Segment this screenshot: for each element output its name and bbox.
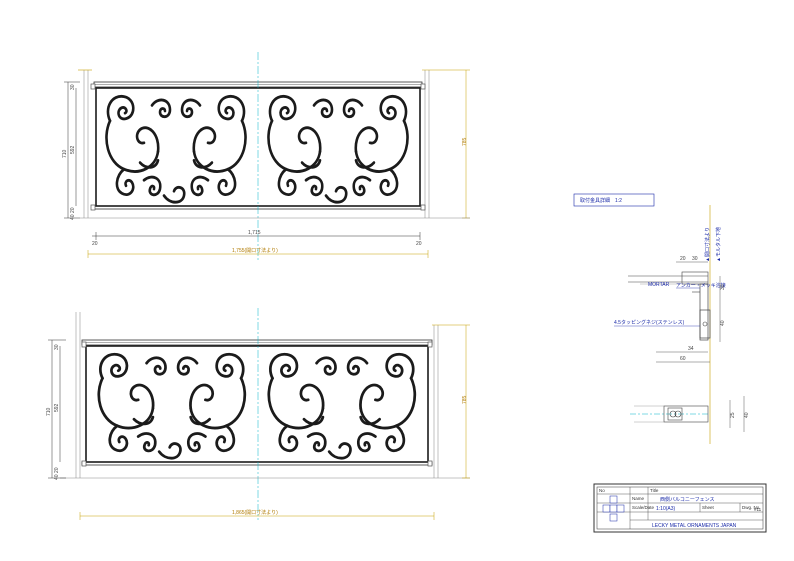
svg-text:34: 34: [688, 346, 694, 352]
svg-text:40 20: 40 20: [70, 207, 76, 220]
detail-side-view: MORTAR アンカー・メッキ溶接 4.5タッピングネジ(ステンレス) 20 3…: [614, 256, 726, 363]
svg-text:▲開口寸法より: ▲開口寸法より: [704, 227, 711, 262]
project-name: 西側バルコニーフェンス: [660, 496, 715, 503]
detail-title-box: [573, 193, 655, 207]
svg-text:30: 30: [70, 84, 76, 90]
svg-text:#11: #11: [754, 507, 762, 512]
svg-text:4.5タッピングネジ(ステンレス): 4.5タッピングネジ(ステンレス): [614, 319, 685, 326]
svg-text:592: 592: [70, 145, 76, 154]
dim-width-total-top: 1,755(開口寸法より): [232, 247, 278, 254]
svg-text:30: 30: [692, 256, 698, 262]
svg-text:Dwg. No.: Dwg. No.: [742, 505, 761, 510]
scrollwork-top: [106, 96, 407, 202]
svg-text:40: 40: [720, 320, 726, 326]
wall-left-bottom: [75, 312, 81, 478]
dim-width-total-bottom: 1,865(開口寸法より): [232, 509, 278, 516]
panel-frame-bottom: [85, 345, 429, 463]
detail-front-view: 25 40: [630, 396, 750, 432]
dimensions-horizontal-bottom: 1,865(開口寸法より): [79, 509, 435, 520]
svg-text:40 20: 40 20: [54, 467, 60, 480]
svg-text:MORTAR: MORTAR: [648, 282, 670, 288]
wall-right-top: [422, 69, 470, 218]
dimensions-horizontal-top: 20 20 1,715 1,755(開口寸法より): [87, 230, 429, 258]
svg-text:Sheet: Sheet: [702, 505, 715, 510]
svg-text:710: 710: [62, 149, 68, 158]
svg-text:40: 40: [744, 412, 750, 418]
dimensions-vertical-top: 710 592 30 40 20 785: [62, 70, 470, 220]
svg-text:30: 30: [720, 284, 726, 290]
svg-text:30: 30: [54, 344, 60, 350]
detail-title: 取付金具詳細 1:2: [580, 197, 622, 204]
svg-text:592: 592: [54, 403, 60, 412]
elevation-top: 20 20 1,715 1,755(開口寸法より) 710 592 30 40 …: [62, 52, 470, 262]
svg-text:710: 710: [46, 407, 52, 416]
svg-text:No: No: [599, 488, 605, 493]
elevation-bottom: 1,865(開口寸法より) 710 592 30 40 20 785: [46, 308, 470, 520]
wall-left-top: [78, 69, 92, 218]
svg-text:60: 60: [680, 356, 686, 362]
title-block: No Title Name 西側バルコニーフェンス Scale/Date 1:1…: [593, 483, 767, 533]
svg-text:25: 25: [730, 412, 736, 418]
bracket-detail: 取付金具詳細 1:2 ▲開口寸法より ▲モルタル下地 MORTAR アンカー・メ…: [573, 193, 750, 444]
svg-text:アンカー・メッキ溶接: アンカー・メッキ溶接: [676, 282, 726, 289]
svg-text:Title: Title: [650, 488, 659, 493]
dim-side-right-top: 20: [416, 241, 422, 247]
svg-text:Name: Name: [632, 496, 645, 501]
dimensions-vertical-bottom: 710 592 30 40 20 785: [46, 325, 470, 480]
dim-side-left-top: 20: [92, 241, 98, 247]
svg-text:785: 785: [462, 137, 468, 146]
company-name: LECKY METAL ORNAMENTS JAPAN: [652, 523, 737, 529]
drawing-scale: 1:10(A3): [656, 506, 676, 512]
svg-text:20: 20: [680, 256, 686, 262]
company-logo: [602, 495, 625, 522]
svg-text:785: 785: [462, 395, 468, 404]
dim-width-inner-top: 1,715: [248, 230, 261, 236]
wall-right-bottom: [432, 324, 470, 478]
svg-text:Scale/Date: Scale/Date: [632, 505, 655, 510]
svg-text:▲モルタル下地: ▲モルタル下地: [715, 227, 722, 262]
scrollwork-bottom: [99, 354, 415, 458]
